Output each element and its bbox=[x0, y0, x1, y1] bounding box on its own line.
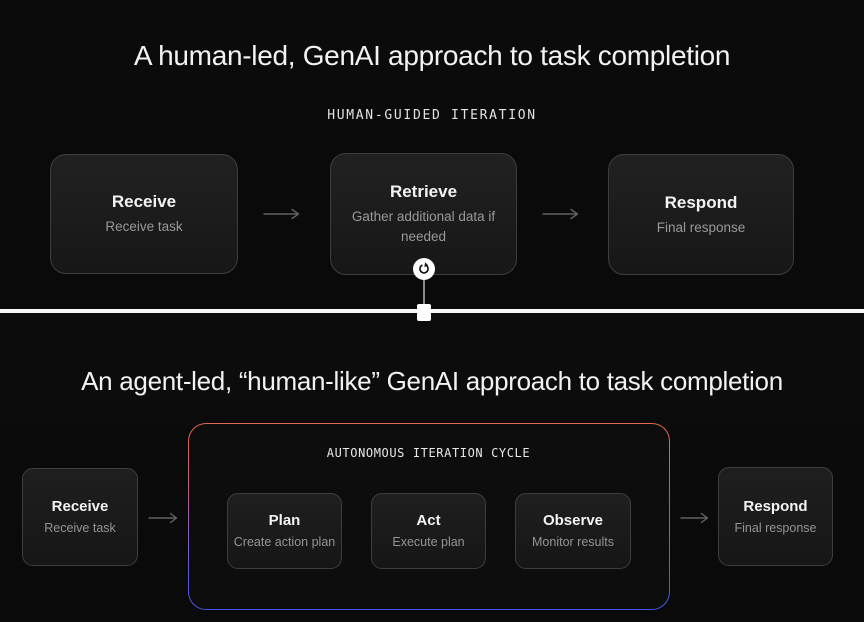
receive-node: Receive Receive task bbox=[22, 468, 138, 566]
receive-node: Receive Receive task bbox=[50, 154, 238, 274]
node-title: Plan bbox=[268, 512, 301, 529]
node-title: Receive bbox=[111, 192, 177, 211]
node-subtitle: Execute plan bbox=[392, 535, 465, 549]
node-title: Observe bbox=[542, 512, 604, 529]
autonomous-cycle-container: AUTONOMOUS ITERATION CYCLE Plan Create a… bbox=[188, 423, 670, 610]
respond-node: Respond Final response bbox=[718, 467, 833, 566]
node-subtitle: Monitor results bbox=[532, 535, 614, 549]
act-node: Act Execute plan bbox=[371, 493, 486, 569]
node-subtitle: Final response bbox=[734, 520, 817, 535]
node-subtitle: Gather additional data if needed bbox=[351, 209, 496, 244]
bottom-section: An agent-led, “human-like” GenAI approac… bbox=[0, 313, 864, 622]
node-title: Respond bbox=[664, 192, 738, 212]
node-subtitle: Create action plan bbox=[233, 535, 336, 549]
plan-node: Plan Create action plan bbox=[227, 493, 342, 569]
divider-line bbox=[0, 309, 864, 313]
top-section-title: A human-led, GenAI approach to task comp… bbox=[133, 39, 731, 71]
node-title: Retrieve bbox=[389, 182, 458, 201]
node-title: Receive bbox=[51, 498, 109, 515]
cycle-label: AUTONOMOUS ITERATION CYCLE bbox=[326, 446, 531, 460]
retrieve-node: Retrieve Gather additional data if neede… bbox=[330, 153, 517, 275]
node-subtitle: Receive task bbox=[44, 521, 116, 535]
node-subtitle: Final response bbox=[656, 219, 746, 235]
top-section: A human-led, GenAI approach to task comp… bbox=[0, 0, 864, 309]
observe-node: Observe Monitor results bbox=[515, 493, 631, 569]
node-title: Act bbox=[416, 512, 441, 529]
respond-node: Respond Final response bbox=[608, 154, 794, 275]
refresh-icon[interactable] bbox=[413, 258, 435, 280]
divider-handle[interactable] bbox=[417, 304, 431, 321]
top-section-label: HUMAN-GUIDED ITERATION bbox=[327, 108, 537, 123]
refresh-glyph bbox=[419, 262, 429, 274]
node-subtitle: Receive task bbox=[105, 219, 183, 234]
node-title: Respond bbox=[743, 497, 808, 515]
bottom-section-title: An agent-led, “human-like” GenAI approac… bbox=[81, 366, 783, 397]
